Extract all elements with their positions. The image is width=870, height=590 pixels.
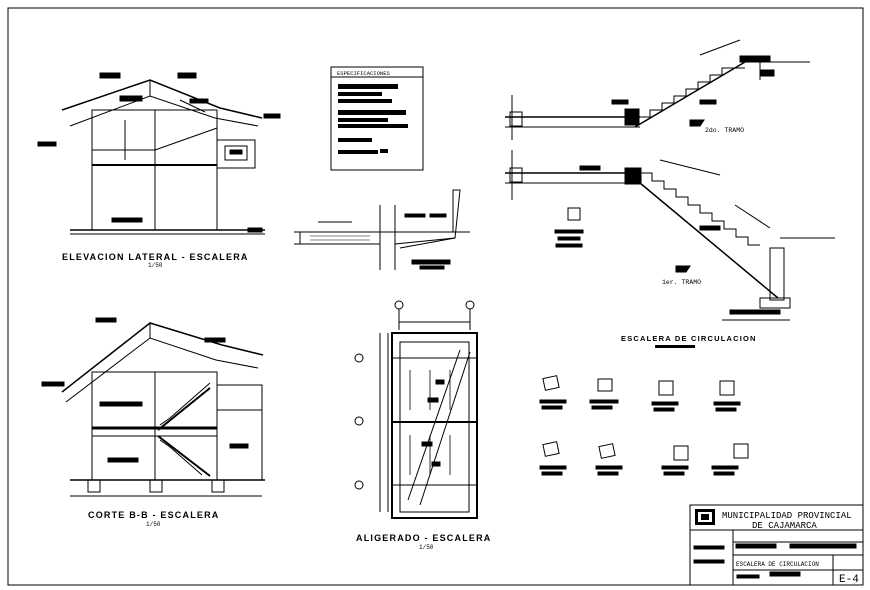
plan-drawing [354, 300, 478, 519]
stair-drawing [505, 39, 835, 321]
beam-detail-4 [713, 380, 741, 412]
section-drawing [41, 317, 265, 497]
beam-detail-8 [711, 443, 749, 476]
org-name-line1: MUNICIPALIDAD PROVINCIAL [722, 511, 852, 521]
beam-detail-5 [539, 441, 567, 476]
title-block [689, 504, 864, 586]
sheet-border [7, 7, 864, 586]
stair-title: ESCALERA DE CIRCULACION [621, 334, 757, 343]
landing-detail [294, 189, 470, 270]
specs-heading: ESPECIFICACIONES [337, 70, 391, 77]
stair-flight-1-label: 1er. TRAMO [662, 279, 701, 286]
beam-detail-2 [589, 378, 619, 410]
specs-box [330, 66, 424, 171]
elevation-title: ELEVACION LATERAL - ESCALERA [62, 252, 249, 262]
plan-title: ALIGERADO - ESCALERA [356, 533, 492, 543]
municipal-seal [695, 509, 715, 525]
beam-detail-6 [595, 443, 623, 476]
elevation-drawing [37, 72, 281, 235]
elevation-scale: 1/50 [148, 262, 163, 269]
beam-detail-3 [651, 380, 679, 412]
plan-scale: 1/50 [419, 544, 434, 551]
sheet-name: ESCALERA DE CIRCULACION [736, 561, 819, 568]
beam-detail-1 [539, 375, 567, 410]
org-name-line2: DE CAJAMARCA [752, 521, 817, 531]
beam-details [539, 375, 749, 476]
section-scale: 1/50 [146, 521, 161, 528]
stair-scale-bar [655, 345, 695, 348]
sheet-number: E-4 [839, 574, 859, 586]
stair-flight-2-label: 2do. TRAMO [705, 127, 744, 134]
beam-detail-7 [661, 445, 689, 476]
section-title: CORTE B-B - ESCALERA [88, 510, 220, 520]
